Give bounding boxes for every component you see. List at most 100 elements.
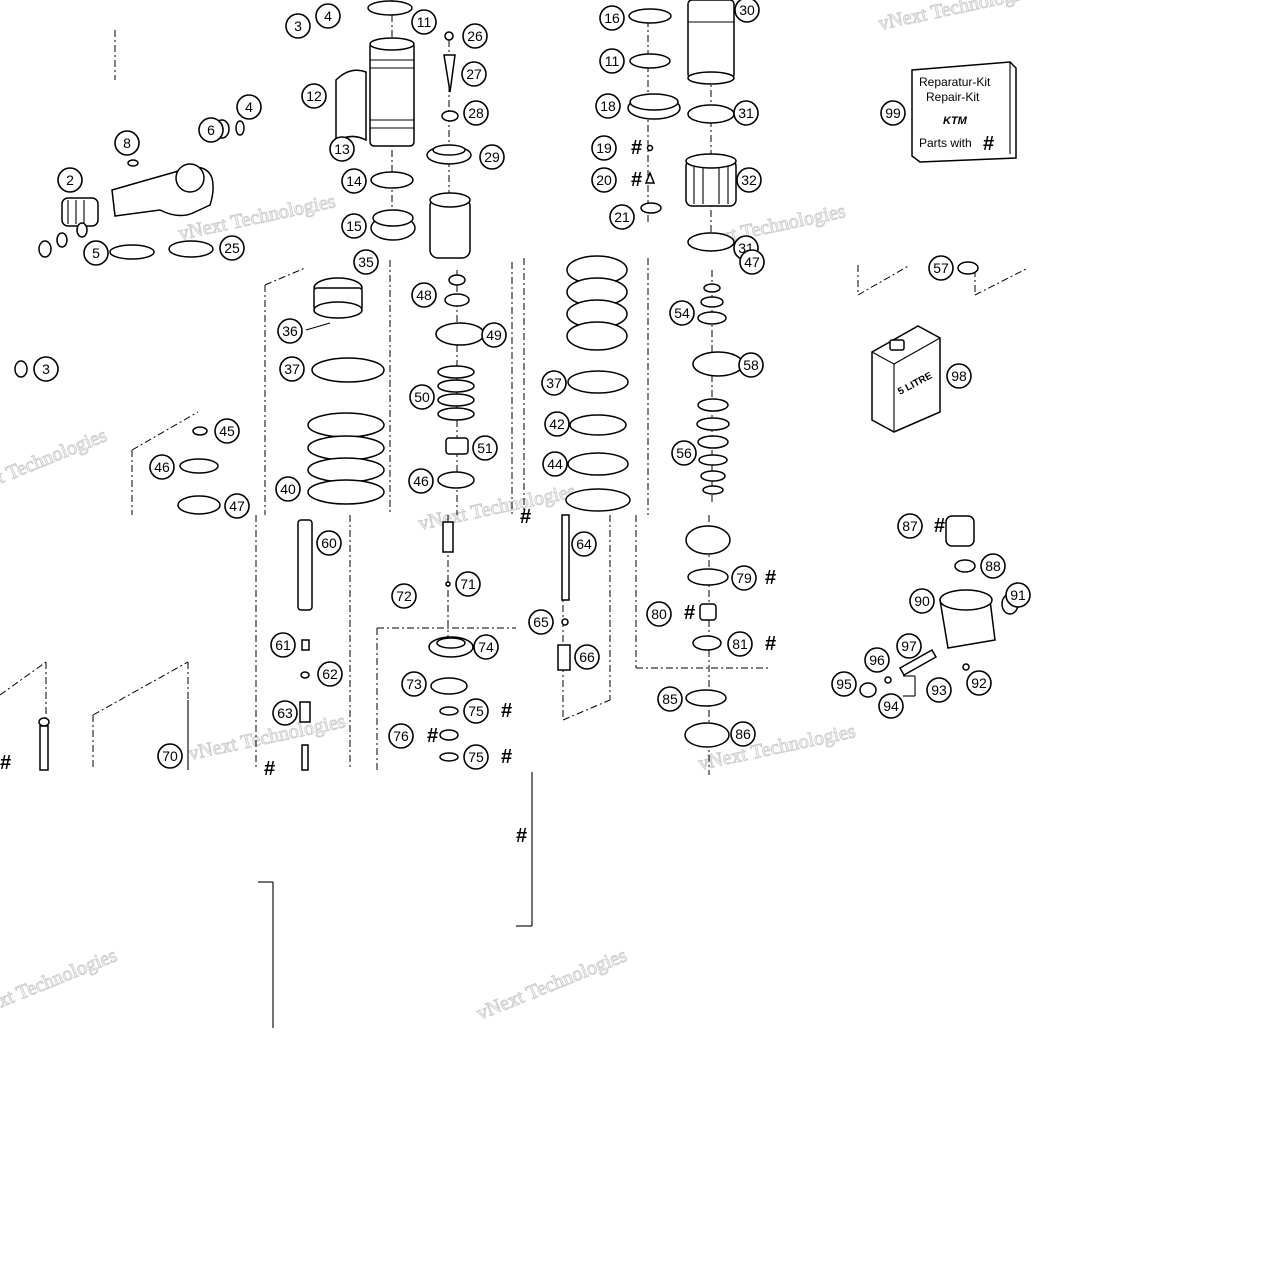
part-callout-21: 21	[609, 204, 635, 230]
callout-circle	[317, 661, 343, 687]
callout-circle	[409, 384, 435, 410]
callout-number: 60	[321, 535, 337, 551]
repair-kit-hash-mark: #	[684, 602, 695, 624]
callout-number: 47	[744, 254, 760, 270]
part-callout-8: 8	[114, 130, 140, 156]
watermark: vNext Technologies	[474, 944, 631, 1024]
part-callout-94: 94	[878, 693, 904, 719]
callout-circle	[272, 700, 298, 726]
part-callout-4: 4	[315, 3, 341, 29]
callout-circle	[285, 13, 311, 39]
callout-number: 79	[736, 570, 752, 586]
callout-circle	[472, 435, 498, 461]
callout-number: 73	[406, 676, 422, 692]
part-callout-40: 40	[275, 476, 301, 502]
oil-can: 5 LITRE	[871, 325, 941, 433]
part-callout-15: 15	[341, 213, 367, 239]
callout-number: 63	[277, 705, 293, 721]
callout-number: 93	[931, 682, 947, 698]
callout-circle	[733, 100, 759, 126]
callout-circle	[401, 671, 427, 697]
callout-number: 11	[417, 14, 432, 30]
repair-kit-title-de: Reparatur-Kit	[919, 75, 991, 89]
callout-circle	[864, 647, 890, 673]
callout-circle	[897, 513, 923, 539]
part-callout-56: 56	[671, 440, 697, 466]
callout-circle	[408, 468, 434, 494]
callout-number: 6	[207, 122, 215, 138]
callout-circle	[926, 677, 952, 703]
callout-number: 46	[154, 459, 170, 475]
callout-number: 25	[224, 240, 240, 256]
watermarks: vNext Technologies vNext Technologies vN…	[0, 0, 1038, 1025]
callout-number: 13	[334, 141, 350, 157]
callout-circle	[966, 670, 992, 696]
callout-circle	[219, 235, 245, 261]
callout-number: 64	[576, 536, 592, 552]
callout-circle	[388, 723, 414, 749]
callout-number: 15	[346, 218, 362, 234]
repair-kit-hash-mark: #	[520, 506, 531, 528]
part-callout-93: 93	[926, 677, 952, 703]
part-callout-95: 95	[831, 671, 857, 697]
callout-circle	[463, 100, 489, 126]
part-callout-74: 74	[473, 634, 499, 660]
callout-number: 28	[468, 105, 484, 121]
callout-number: 51	[477, 440, 493, 456]
callout-circle	[609, 204, 635, 230]
callout-number: 75	[468, 749, 484, 765]
callout-circle	[33, 356, 59, 382]
watermark: vNext Technologies	[876, 0, 1037, 35]
callout-number: 54	[674, 305, 690, 321]
part-callout-91: 91	[1005, 582, 1031, 608]
part-callout-13: 13	[329, 136, 355, 162]
callout-number: 65	[533, 614, 549, 630]
part-callout-50: 50	[409, 384, 435, 410]
repair-kit-hash-mark: #	[264, 758, 275, 780]
part-callout-75: 75	[463, 744, 489, 770]
callout-circle	[878, 693, 904, 719]
callout-circle	[224, 493, 250, 519]
callout-number: 37	[546, 375, 562, 391]
callout-circle	[544, 411, 570, 437]
callout-circle	[463, 744, 489, 770]
part-callout-63: 63	[272, 700, 298, 726]
part-callout-48: 48	[411, 282, 437, 308]
callout-circle	[461, 61, 487, 87]
callout-number: 49	[486, 327, 502, 343]
callout-number: 4	[245, 99, 253, 115]
part-callout-46: 46	[408, 468, 434, 494]
watermark: vNext Technologies	[416, 480, 577, 535]
part-callout-11: 11	[411, 9, 437, 35]
part-callout-31: 31	[733, 100, 759, 126]
repair-kit-hash-mark: #	[631, 137, 642, 159]
callout-number: 14	[346, 173, 362, 189]
part-callout-64: 64	[571, 531, 597, 557]
callout-circle	[541, 370, 567, 396]
callout-circle	[411, 9, 437, 35]
part-callout-60: 60	[316, 530, 342, 556]
callout-number: 75	[468, 703, 484, 719]
callout-circle	[157, 743, 183, 769]
callout-number: 32	[741, 172, 757, 188]
part-callout-6: 6	[198, 117, 224, 143]
callout-circle	[574, 644, 600, 670]
callout-circle	[528, 609, 554, 635]
repair-kit-box: Reparatur-Kit Repair-Kit KTM Parts with …	[911, 61, 1017, 163]
callout-number: 72	[396, 588, 412, 604]
callout-circle	[279, 356, 305, 382]
part-callout-75: 75	[463, 698, 489, 724]
part-callout-37: 37	[541, 370, 567, 396]
callout-circle	[946, 363, 972, 389]
callout-circle	[880, 100, 906, 126]
callout-circle	[1005, 582, 1031, 608]
part-callout-45: 45	[214, 418, 240, 444]
part-callout-85: 85	[657, 686, 683, 712]
callout-circle	[83, 240, 109, 266]
part-callout-25: 25	[219, 235, 245, 261]
callout-circle	[198, 117, 224, 143]
callout-number: 94	[883, 698, 899, 714]
repair-kit-title-en: Repair-Kit	[926, 90, 980, 104]
callout-circle	[57, 167, 83, 193]
part-callout-2: 2	[57, 167, 83, 193]
